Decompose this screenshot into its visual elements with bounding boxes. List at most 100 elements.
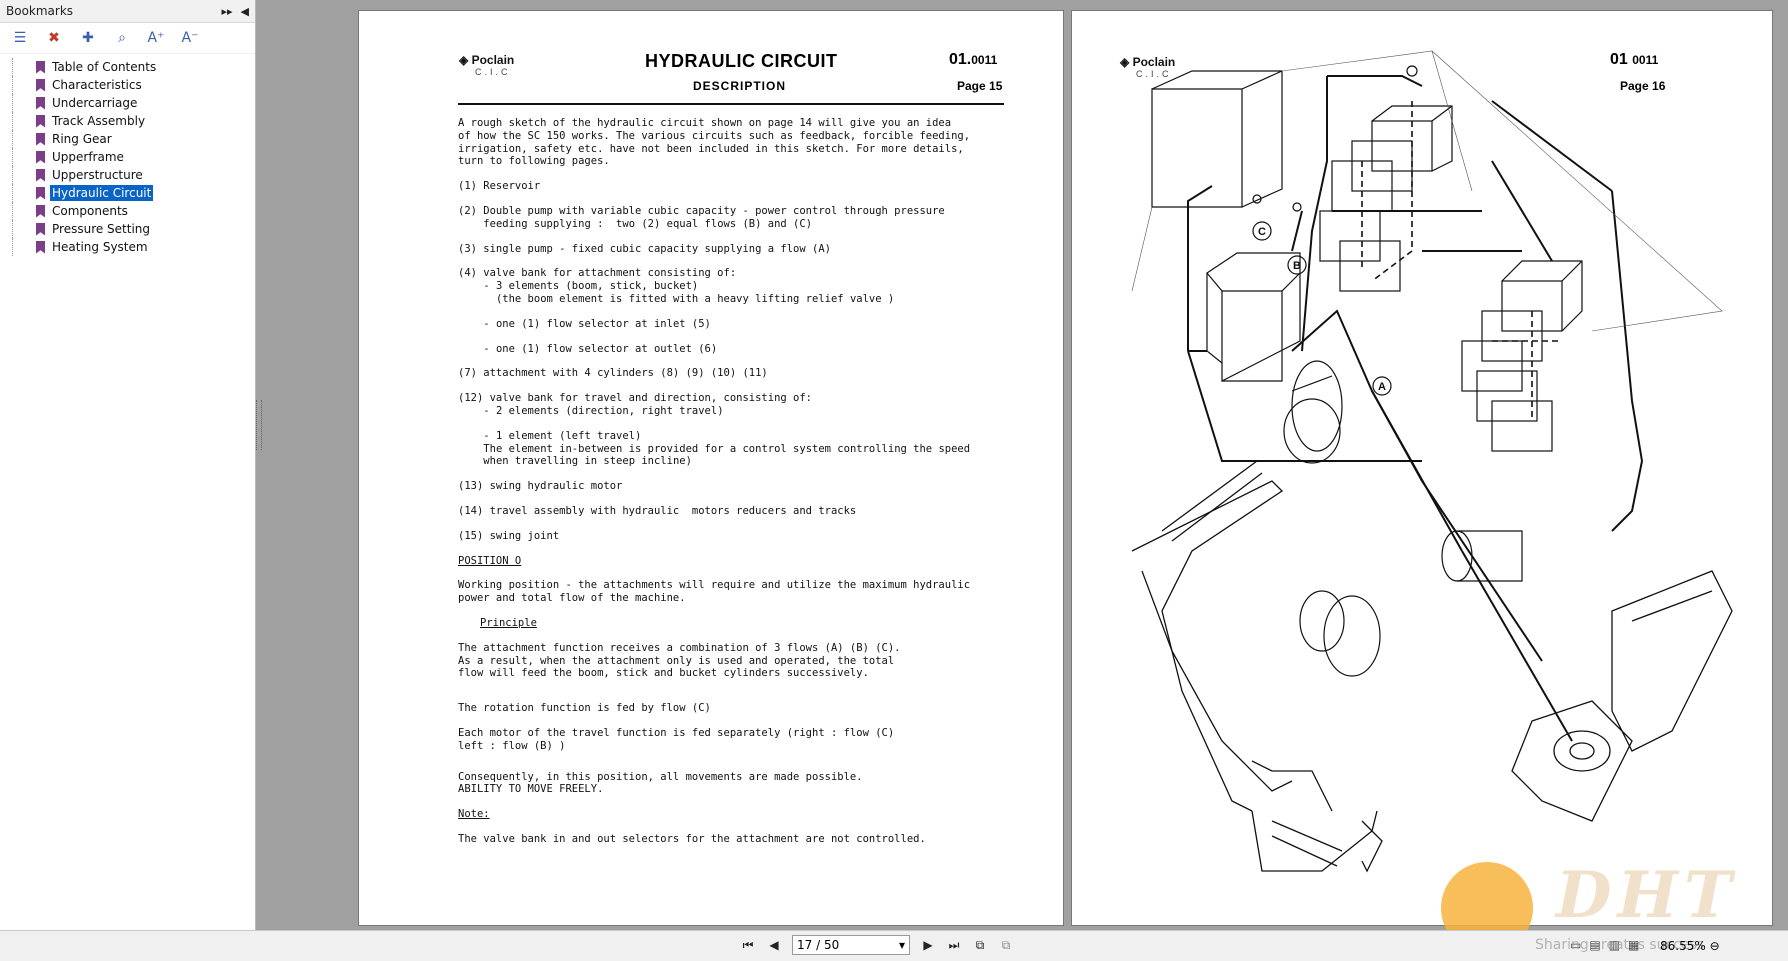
bookmark-icon [36, 114, 45, 128]
next-page-icon[interactable]: ▶ [923, 938, 933, 952]
bookmark-list: Table of Contents Characteristics Underc… [0, 54, 255, 256]
first-page-icon[interactable]: ⏮ [742, 937, 754, 952]
working-paragraph: Working position - the attachments will … [458, 579, 971, 605]
bookmark-icon [36, 222, 45, 236]
next-view-icon[interactable]: ⧉ [1001, 937, 1011, 952]
swing-motor-drawing [1283, 360, 1343, 464]
dropdown-arrow-icon[interactable]: ▾ [898, 938, 905, 952]
item-paragraph: (2) Double pump with variable cubic capa… [458, 204, 945, 230]
bookmark-components[interactable]: Components [12, 202, 255, 220]
reduce-text-icon[interactable]: A⁻ [181, 30, 199, 46]
page-subtitle: DESCRIPTION [693, 79, 787, 93]
bookmarks-toolbar: ☰ ✖ ✚ ⌕ A⁺ A⁻ [0, 23, 255, 54]
bookmark-label: Hydraulic Circuit [50, 185, 154, 201]
poclain-logo: ◈ Poclain C.I.C [459, 53, 514, 77]
bookmark-heating-system[interactable]: Heating System [12, 238, 255, 256]
item-paragraph: - 1 element (left travel) The element in… [483, 429, 971, 468]
page-number-label: Page 15 [957, 79, 1003, 93]
bookmark-pressure-setting[interactable]: Pressure Setting [12, 220, 255, 238]
bookmark-upperstructure[interactable]: Upperstructure [12, 166, 255, 184]
bookmark-label: Upperstructure [52, 168, 143, 182]
flow-label-b: B [1293, 260, 1301, 272]
status-bar: ⏮ ◀ 17 / 50▾ ▶ ⏭ ⧉ ⧉ ▭ ▤ ▥ ▦ Sharing cre… [0, 930, 1788, 961]
bookmark-label: Components [52, 204, 128, 218]
docnum-main: 01. [949, 51, 972, 68]
single-page-icon[interactable]: ▭ [1570, 938, 1582, 952]
bookmark-icon [36, 96, 45, 110]
item-paragraph: (15) swing joint [458, 529, 560, 542]
bookmark-table-of-contents[interactable]: Table of Contents [12, 58, 255, 76]
poclain-logo: ◈ Poclain C.I.C [1120, 55, 1175, 79]
view-mode-tools: ▭ ▤ ▥ ▦ [1570, 938, 1639, 952]
bookmark-label: Characteristics [52, 78, 142, 92]
logo-text: Poclain [1132, 55, 1176, 69]
document-number: 01.0011 [949, 51, 997, 69]
page-number-input[interactable]: 17 / 50▾ [792, 935, 910, 955]
flow-label-c: C [1258, 226, 1266, 238]
zoom-out-icon[interactable]: ⊖ [1709, 939, 1720, 953]
bookmark-icon [36, 186, 45, 200]
item-paragraph: - one (1) flow selector at outlet (6) [458, 342, 718, 355]
bookmark-track-assembly[interactable]: Track Assembly [12, 112, 255, 130]
attachment-arm-drawing [1131, 460, 1383, 873]
bookmark-hydraulic-circuit[interactable]: Hydraulic Circuit [12, 184, 255, 202]
enlarge-text-icon[interactable]: A⁺ [147, 30, 165, 46]
bookmark-upperframe[interactable]: Upperframe [12, 148, 255, 166]
page-number-label: Page 16 [1620, 79, 1666, 93]
frame-outline [1131, 50, 1723, 332]
add-bookmark-icon[interactable]: ✚ [82, 30, 94, 46]
zoom-level[interactable]: 86.55% ⊖ [1660, 939, 1720, 953]
item-paragraph: (14) travel assembly with hydraulic moto… [458, 504, 857, 517]
hydraulic-lines [1187, 75, 1644, 742]
bookmark-ring-gear[interactable]: Ring Gear [12, 130, 255, 148]
cover-page-icon[interactable]: ▦ [1628, 938, 1640, 952]
bookmark-undercarriage[interactable]: Undercarriage [12, 94, 255, 112]
bookmark-icon [36, 150, 45, 164]
travel-paragraph: Each motor of the travel function is fed… [458, 726, 895, 752]
item-paragraph: - one (1) flow selector at inlet (5) [458, 317, 711, 330]
bookmark-label: Table of Contents [52, 60, 157, 74]
docnum-suffix: 0011 [971, 53, 998, 67]
header-rule [458, 103, 1004, 105]
pdf-page-16: ◈ Poclain C.I.C 01 0011 Page 16 [1071, 10, 1773, 926]
panel-splitter-handle[interactable] [256, 400, 262, 450]
ring-gear-drawing [1299, 590, 1381, 677]
bookmarks-header: Bookmarks ▸▸ ◀ [0, 0, 255, 23]
principle-heading: Principle [480, 616, 537, 629]
find-bookmark-icon[interactable]: ⌕ [118, 30, 126, 46]
pdf-page-15: ◈ Poclain C.I.C HYDRAULIC CIRCUIT DESCRI… [358, 10, 1064, 926]
flow-label-markers [1252, 65, 1418, 396]
docnum-main: 01 [1610, 51, 1628, 68]
bookmark-label: Ring Gear [52, 132, 112, 146]
item-paragraph: (1) Reservoir [458, 180, 541, 193]
bookmark-options-icon[interactable]: ☰ [13, 30, 27, 46]
last-page-icon[interactable]: ⏭ [948, 937, 960, 952]
facing-page-icon[interactable]: ▥ [1608, 938, 1621, 952]
bookmark-icon [36, 78, 45, 92]
watermark-text: DHT [1556, 858, 1738, 933]
continuous-page-icon[interactable]: ▤ [1589, 938, 1601, 952]
bookmark-characteristics[interactable]: Characteristics [12, 76, 255, 94]
swing-joint-drawing [1441, 530, 1523, 582]
valve-bank-lower [1461, 260, 1583, 452]
previous-view-icon[interactable]: ⧉ [975, 937, 985, 952]
watermark-tagline: Sharing creates success [1535, 937, 1705, 953]
bookmark-icon [36, 168, 45, 182]
logo-subtext: C.I.C [475, 67, 511, 77]
collapse-panel-icon[interactable]: ◀ [240, 4, 249, 18]
return-lines [1361, 101, 1562, 421]
delete-bookmark-icon[interactable]: ✖ [48, 30, 60, 46]
bookmarks-panel: Bookmarks ▸▸ ◀ ☰ ✖ ✚ ⌕ A⁺ A⁻ Table of Co… [0, 0, 256, 930]
item-paragraph: (3) single pump - fixed cubic capacity s… [458, 242, 831, 255]
previous-page-icon[interactable]: ◀ [769, 938, 779, 952]
page-navigation: ⏮ ◀ 17 / 50▾ ▶ ⏭ ⧉ ⧉ [740, 935, 1014, 955]
bookmark-label: Heating System [52, 240, 148, 254]
note-paragraph: The valve bank in and out selectors for … [458, 832, 926, 845]
valve-bank-upper [1319, 105, 1453, 292]
hydraulic-circuit-diagram: C B A [1131, 50, 1733, 873]
panel-menu-icon[interactable]: ▸▸ [221, 4, 233, 18]
item-paragraph: (13) swing hydraulic motor [458, 480, 623, 493]
logo-text: Poclain [471, 53, 515, 67]
logo-diamond-icon: ◈ [1120, 55, 1130, 69]
bookmark-icon [36, 240, 45, 254]
